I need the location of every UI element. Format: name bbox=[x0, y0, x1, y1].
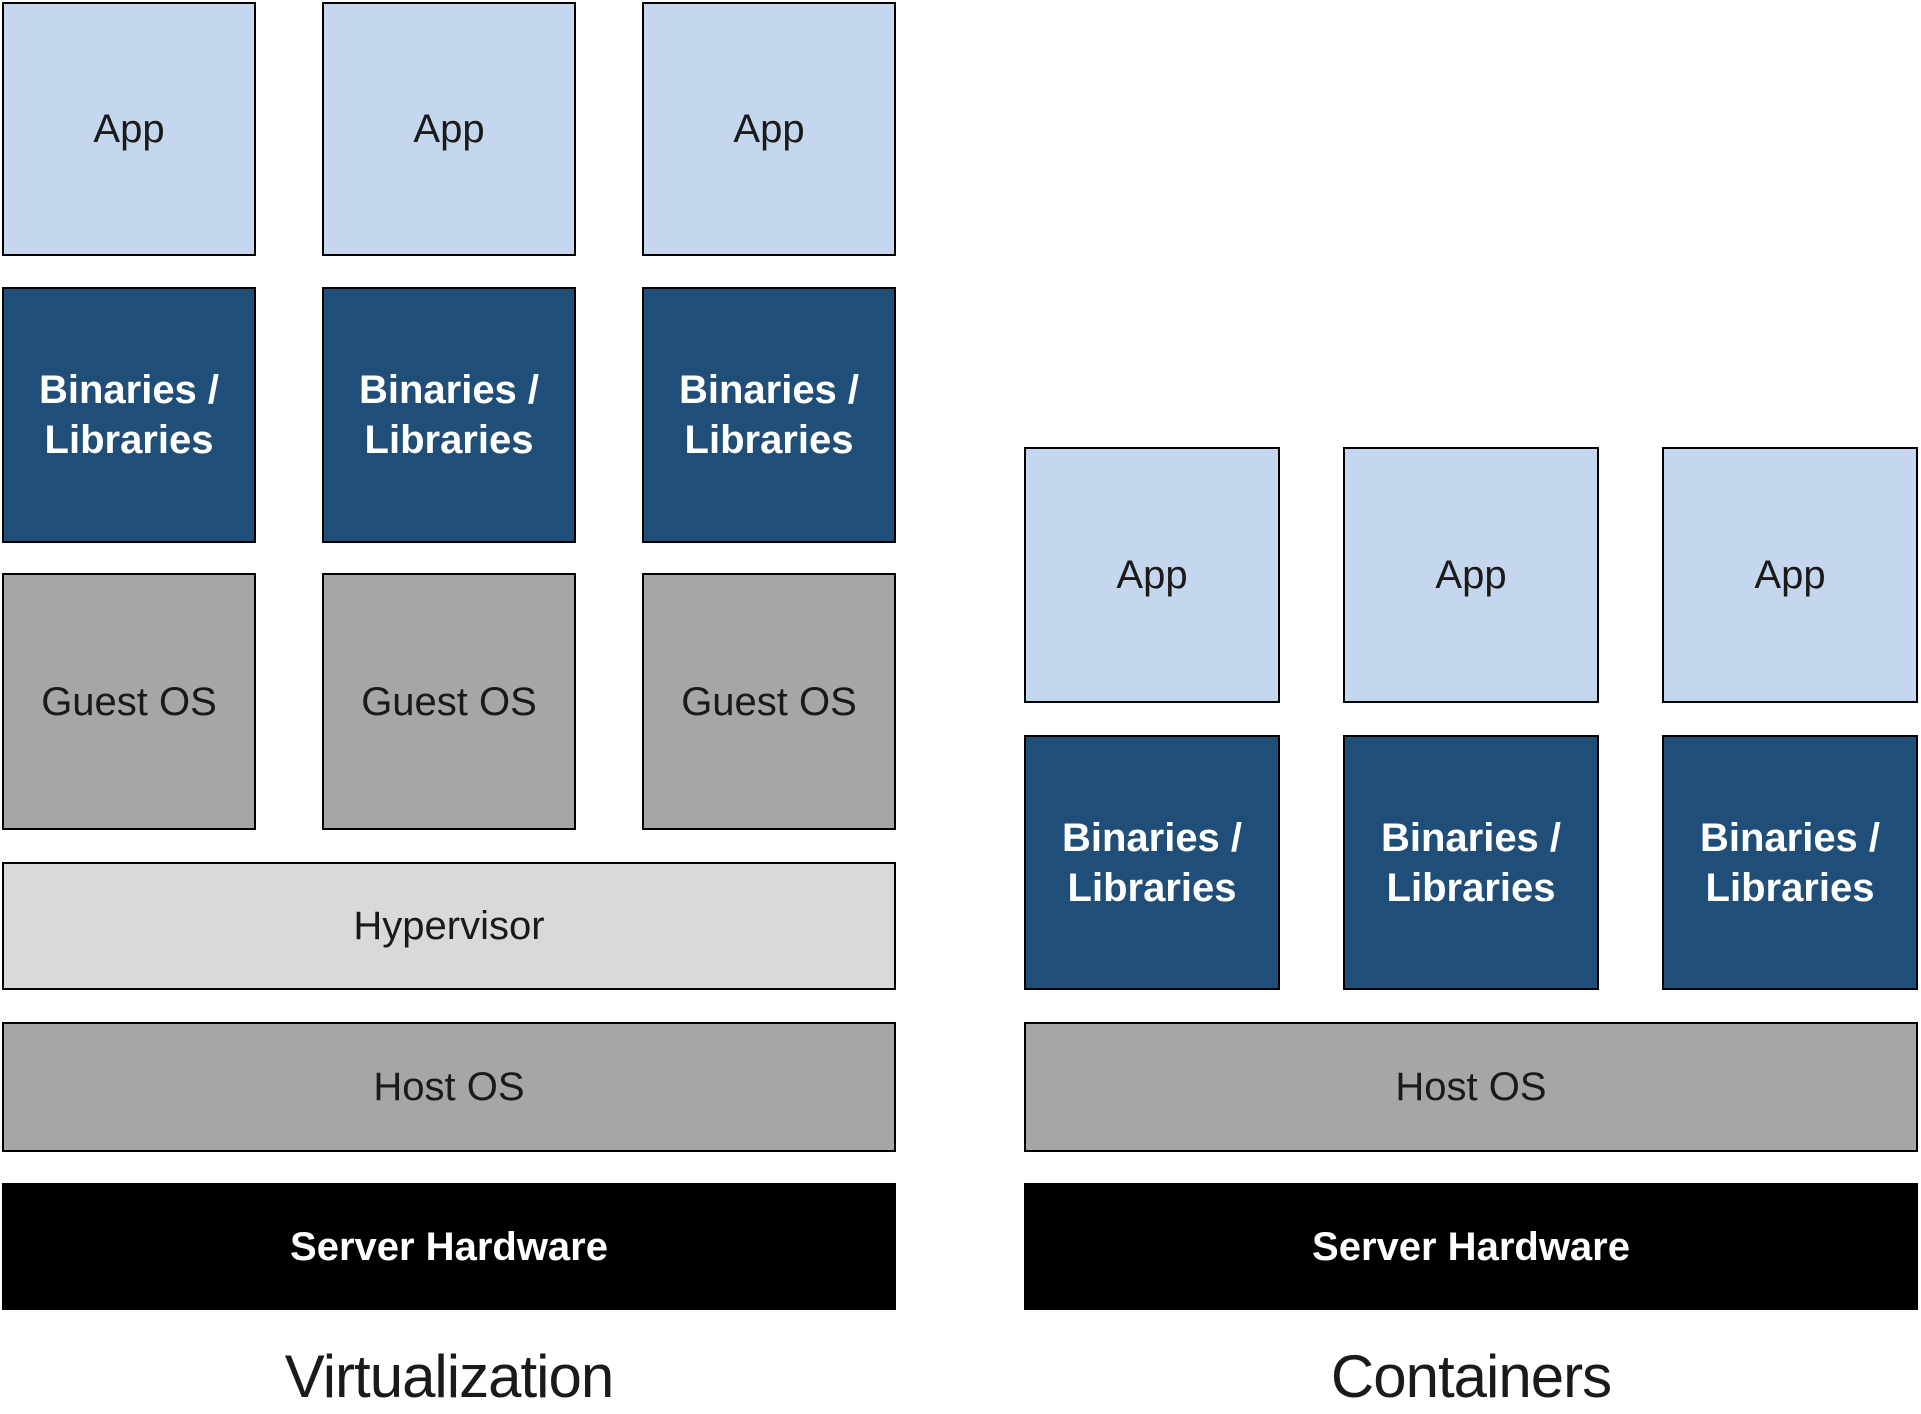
host-os-bar: Host OS bbox=[2, 1022, 896, 1152]
app-box: App bbox=[642, 2, 896, 256]
server-hardware-bar: Server Hardware bbox=[1024, 1183, 1918, 1310]
libraries-line: Libraries bbox=[1067, 865, 1237, 910]
libraries-line: Libraries bbox=[364, 418, 534, 462]
binaries-libraries-box: Binaries / Libraries bbox=[1343, 735, 1599, 990]
server-hardware-bar: Server Hardware bbox=[2, 1183, 896, 1310]
virtualization-title: Virtualization bbox=[284, 1343, 614, 1410]
binaries-line: Binaries / bbox=[38, 368, 220, 412]
binaries-line: Binaries / bbox=[1061, 815, 1243, 860]
binaries-libraries-box: Binaries / Libraries bbox=[642, 287, 896, 543]
guest-os-box: Guest OS bbox=[322, 573, 576, 830]
hypervisor-bar: Hypervisor bbox=[2, 862, 896, 990]
libraries-line: Libraries bbox=[44, 418, 214, 462]
binaries-line: Binaries / bbox=[678, 368, 860, 412]
app-box: App bbox=[1024, 447, 1280, 703]
binaries-libraries-box: Binaries / Libraries bbox=[1024, 735, 1280, 990]
guest-os-box: Guest OS bbox=[642, 573, 896, 830]
app-box: App bbox=[322, 2, 576, 256]
containers-title: Containers bbox=[1330, 1343, 1612, 1410]
app-box: App bbox=[2, 2, 256, 256]
host-os-bar: Host OS bbox=[1024, 1022, 1918, 1152]
binaries-libraries-box: Binaries / Libraries bbox=[322, 287, 576, 543]
binaries-libraries-box: Binaries / Libraries bbox=[2, 287, 256, 543]
guest-os-box: Guest OS bbox=[2, 573, 256, 830]
binaries-line: Binaries / bbox=[358, 368, 540, 412]
app-box: App bbox=[1343, 447, 1599, 703]
libraries-line: Libraries bbox=[684, 418, 854, 462]
binaries-line: Binaries / bbox=[1699, 815, 1881, 860]
libraries-line: Libraries bbox=[1386, 865, 1556, 910]
app-box: App bbox=[1662, 447, 1918, 703]
libraries-line: Libraries bbox=[1705, 865, 1875, 910]
binaries-line: Binaries / bbox=[1380, 815, 1562, 860]
binaries-libraries-box: Binaries / Libraries bbox=[1662, 735, 1918, 990]
